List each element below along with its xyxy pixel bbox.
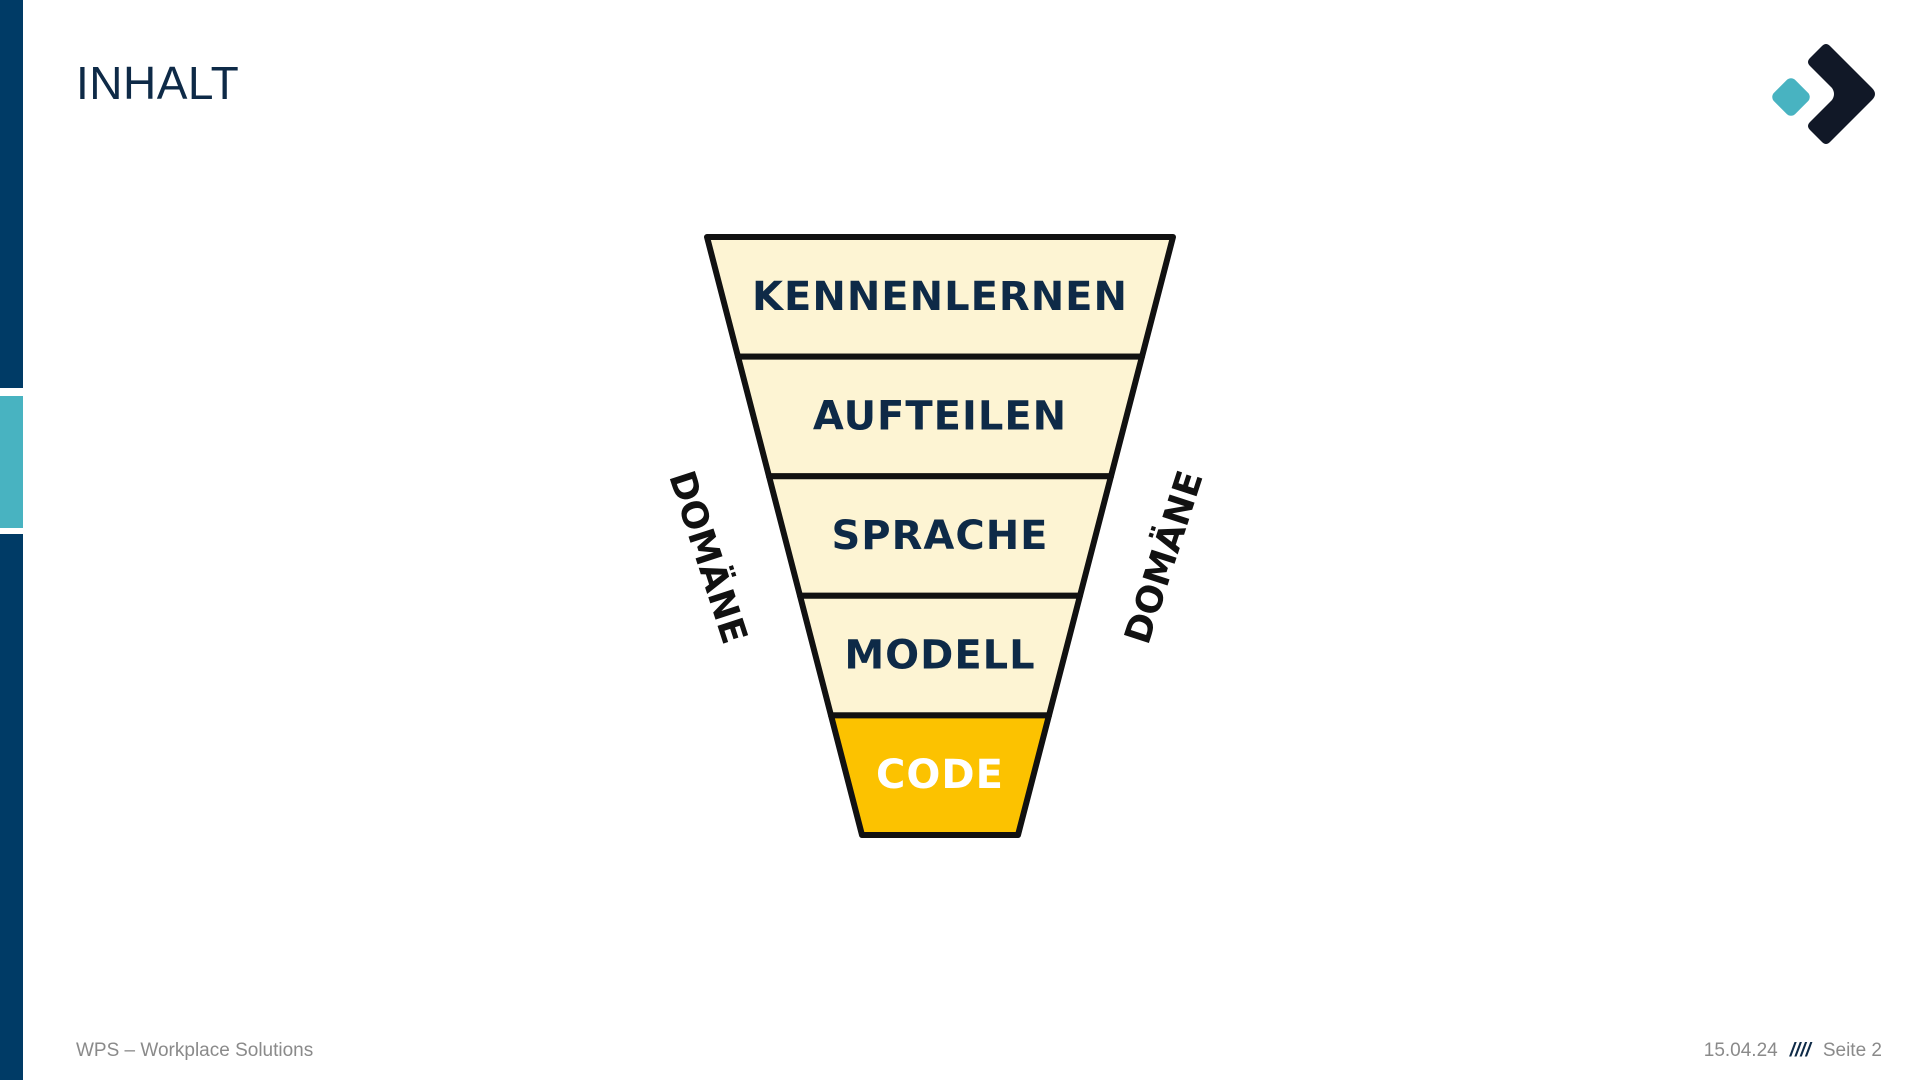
logo-teal-diamond: [1772, 78, 1810, 116]
side-label-left: DOMÄNE: [660, 466, 755, 649]
funnel-label-kennenlernen: KENNENLERNEN: [752, 274, 1128, 320]
funnel-label-code: CODE: [876, 752, 1004, 798]
logo-dark-chevron: [1808, 44, 1875, 144]
side-label-right: DOMÄNE: [1116, 466, 1211, 649]
footer-company: WPS – Workplace Solutions: [76, 1040, 314, 1061]
footer-separator: ////: [1789, 1040, 1811, 1061]
sidebar-segment-middle: [0, 396, 23, 528]
funnel-label-aufteilen: AUFTEILEN: [813, 393, 1067, 439]
funnel-layer-code: [828, 712, 1052, 838]
funnel-label-modell: MODELL: [844, 633, 1035, 679]
footer-date: 15.04.24: [1703, 1040, 1778, 1061]
footer-page-number: Seite 2: [1822, 1040, 1882, 1061]
funnel-layers: KENNENLERNEN AUFTEILEN SPRACHE MODELL CODE: [704, 234, 1176, 838]
funnel-label-sprache: SPRACHE: [831, 513, 1048, 559]
sidebar-segment-top: [0, 0, 23, 388]
wps-logo-icon: [1772, 44, 1875, 144]
sidebar-segment-bottom: [0, 534, 23, 1080]
footer-meta: 15.04.24 //// Seite 2: [1704, 1040, 1882, 1062]
page-title: INHALT: [76, 57, 240, 109]
sidebar-accent: [0, 0, 23, 1080]
